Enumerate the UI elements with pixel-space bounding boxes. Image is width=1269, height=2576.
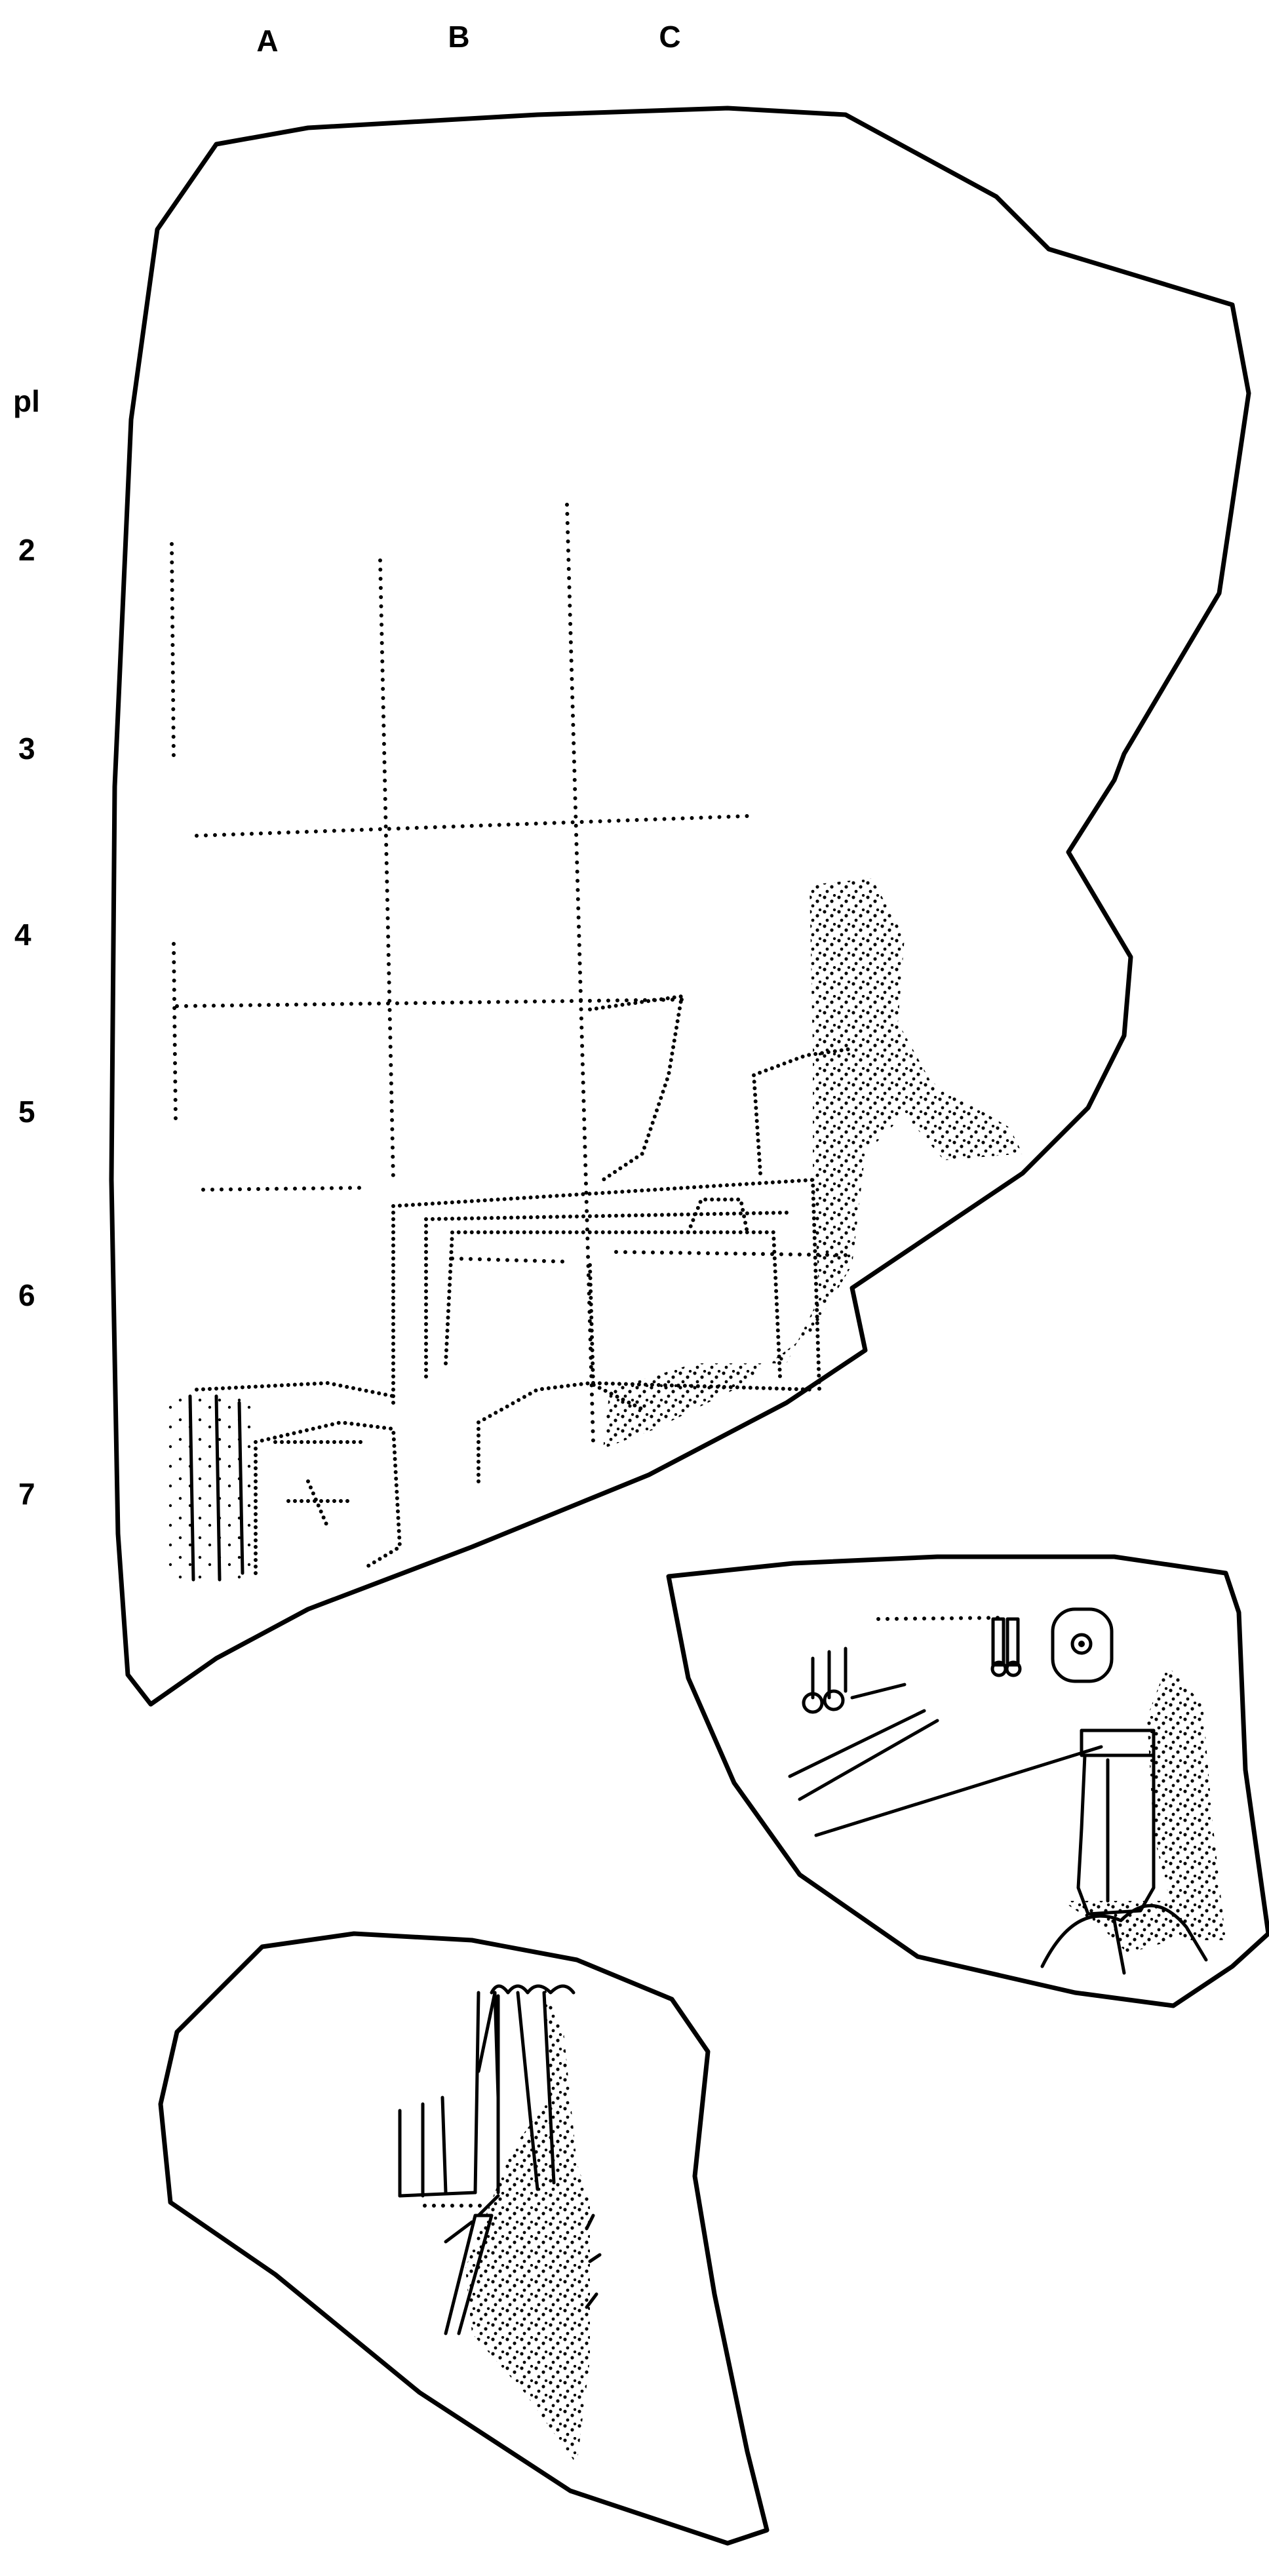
main-fragment [109, 106, 1251, 1707]
row-labels: pl 2 3 4 5 6 7 [13, 384, 40, 1511]
main-fragment-stippling [603, 878, 1023, 1449]
right-fragment-columns [802, 1607, 1114, 1714]
bottom-fragment [158, 1931, 770, 2546]
right-fragment-rays [788, 1709, 1103, 1837]
right-fragment-pillar [1040, 1665, 1226, 1975]
row-label-3: 3 [18, 732, 35, 766]
bottom-fragment-outline [158, 1931, 770, 2546]
column-label-c: C [659, 20, 680, 54]
bottom-fragment-structure [398, 1984, 602, 2335]
row-label-7: 7 [18, 1477, 35, 1511]
column-labels: A B C [256, 20, 680, 58]
right-fragment-outline [666, 1554, 1269, 2008]
row-label-6: 6 [18, 1278, 35, 1312]
row-label-5: 5 [18, 1095, 35, 1129]
main-fragment-outline [109, 106, 1251, 1707]
row-label-4: 4 [14, 918, 31, 952]
row-label-2: 2 [18, 533, 35, 567]
column-label-a: A [256, 24, 278, 58]
main-fragment-wall [167, 1394, 252, 1582]
column-label-b: B [448, 20, 469, 54]
main-fragment-grid [170, 503, 854, 1444]
right-fragment [666, 1554, 1269, 2008]
row-label-pl: pl [13, 384, 40, 418]
bottom-fragment-stippling [465, 1986, 590, 2465]
